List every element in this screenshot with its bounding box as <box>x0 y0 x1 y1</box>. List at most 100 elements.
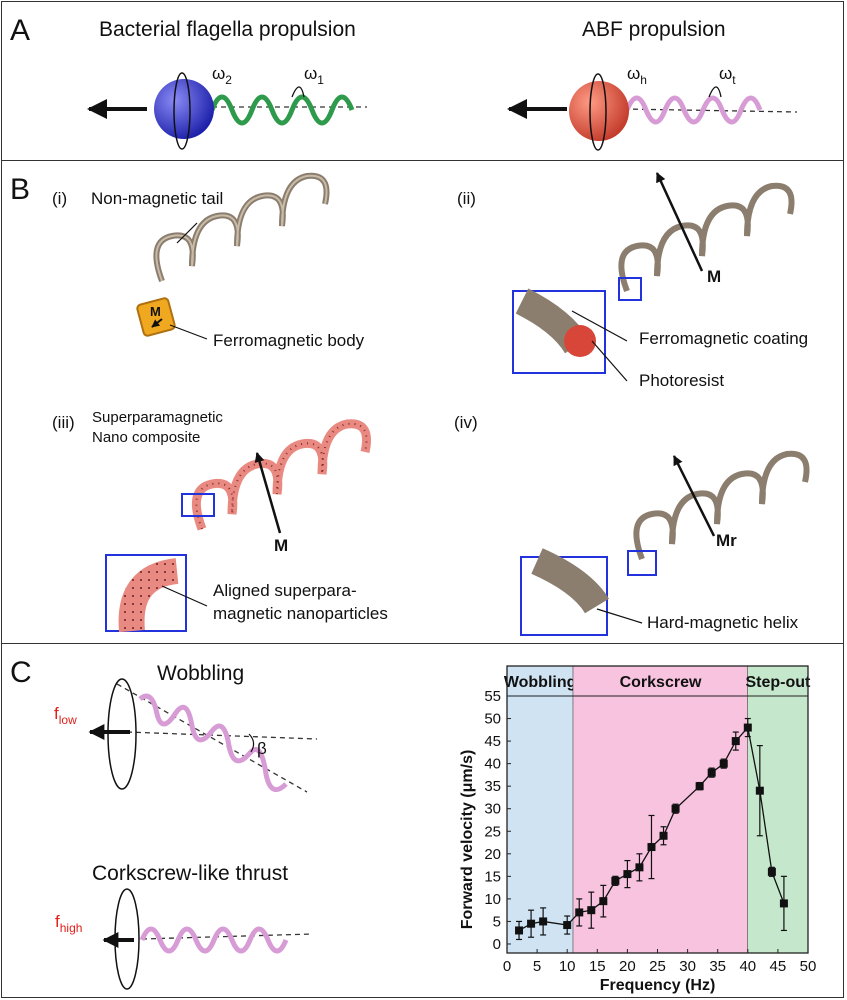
helix-ii-m-arrow <box>655 172 704 272</box>
data-point-13 <box>695 782 704 791</box>
body-leader-line <box>169 324 208 340</box>
y-tick-label-6: 30 <box>484 801 501 818</box>
data-point-15 <box>719 759 728 768</box>
y-tick-label-5: 25 <box>484 823 501 840</box>
panel-b-illustration <box>105 172 810 636</box>
panel-c-letter: C <box>10 656 32 689</box>
x-tick-label-2: 10 <box>559 958 576 975</box>
x-tick-label-8: 40 <box>739 958 756 975</box>
non-magnetic-tail-label: Non-magnetic tail <box>91 189 224 208</box>
y-tick-label-4: 20 <box>484 846 501 863</box>
blue-cell-body <box>154 79 214 139</box>
y-tick-label-1: 5 <box>493 913 501 930</box>
helix-iii-zoom-box <box>181 493 215 517</box>
ferromagnetic-coating-label: Ferromagnetic coating <box>639 329 809 348</box>
x-tick-label-0: 0 <box>503 958 511 975</box>
helix-iv-zoom-box <box>627 550 657 576</box>
data-point-11 <box>659 831 668 840</box>
helix-i-m-arrow <box>151 318 163 328</box>
pink-helix <box>624 95 763 125</box>
y-tick-label-7: 35 <box>484 778 501 795</box>
x-tick-label-9: 45 <box>770 958 787 975</box>
data-point-7 <box>611 876 620 885</box>
data-point-12 <box>671 804 680 813</box>
x-axis-label: Frequency (Hz) <box>600 977 716 994</box>
right-axis-line <box>623 108 798 113</box>
wobble-helix <box>138 693 288 793</box>
helix-ii <box>618 182 795 293</box>
omega2-label: ω2 <box>212 64 232 87</box>
omega1-label: ω1 <box>304 64 324 87</box>
panel-b-letter: B <box>10 173 31 206</box>
aligned-label-line2: magnetic nanoparticles <box>213 604 388 623</box>
photoresist-label: Photoresist <box>639 371 725 390</box>
region-label-1: Corkscrew <box>620 674 702 691</box>
label-ii: (ii) <box>457 189 476 208</box>
corkscrew-helix <box>139 926 289 954</box>
aligned-label-line1: Aligned superpara- <box>213 581 357 600</box>
data-point-16 <box>731 737 740 746</box>
ferromagnetic-body-label: Ferromagnetic body <box>213 331 365 350</box>
y-axis-label: Forward velocity (μm/s) <box>459 750 476 930</box>
nano-composite-label: Nano composite <box>92 429 201 446</box>
y-tick-label-3: 15 <box>484 868 501 885</box>
helix-ii-zoom-box <box>618 277 642 301</box>
region-band-2 <box>747 666 808 953</box>
wobble-axis-line <box>126 731 318 740</box>
data-point-17 <box>743 723 752 732</box>
data-point-1 <box>527 919 536 928</box>
x-tick-label-10: 50 <box>800 958 817 975</box>
data-point-5 <box>587 906 596 915</box>
ferromagnetic-body-cube <box>136 297 176 337</box>
x-tick-label-5: 25 <box>649 958 666 975</box>
helix-iii-m-arrow <box>254 452 282 534</box>
y-tick-label-11: 55 <box>484 688 501 705</box>
aligned-leader-line <box>161 585 208 607</box>
label-i: (i) <box>52 189 68 208</box>
helix-iv-m-label: Mr <box>716 531 737 550</box>
f-high-label: fhigh <box>55 912 83 935</box>
x-tick-label-7: 35 <box>709 958 726 975</box>
helix-i-tail-highlight <box>155 174 328 282</box>
x-tick-label-4: 20 <box>619 958 636 975</box>
omega2-rotation-loop <box>173 72 191 150</box>
green-flagellum <box>209 94 355 126</box>
f-low-label: flow <box>54 704 77 727</box>
helix-i-m-label: M <box>150 304 161 319</box>
abf-propulsion-title: ABF propulsion <box>582 18 726 41</box>
y-tick-label-2: 10 <box>484 891 501 908</box>
panel-a-letter: A <box>10 14 31 47</box>
y-tick-label-9: 45 <box>484 733 501 750</box>
panel-b: B <box>1 160 844 644</box>
hard-magnetic-helix-label: Hard-magnetic helix <box>647 613 799 632</box>
x-tick-label-6: 30 <box>679 958 696 975</box>
helix-iii-m-label: M <box>274 536 289 555</box>
data-point-2 <box>539 917 548 926</box>
data-point-20 <box>779 899 788 908</box>
data-point-9 <box>635 863 644 872</box>
panel-a: A Bacterial flagella propulsion ABF prop… <box>1 1 844 161</box>
wobbling-title: Wobbling <box>157 662 245 685</box>
bacterial-propulsion-title: Bacterial flagella propulsion <box>99 18 356 41</box>
label-iv: (iv) <box>454 413 478 432</box>
red-abf-head <box>569 81 629 141</box>
x-tick-label-1: 5 <box>533 958 541 975</box>
data-point-14 <box>707 768 716 777</box>
x-tick-label-3: 15 <box>589 958 606 975</box>
data-point-6 <box>599 897 608 906</box>
omega1-rotation-loop <box>291 86 305 98</box>
data-point-0 <box>515 926 524 935</box>
photoresist-core <box>564 325 596 357</box>
data-point-19 <box>767 867 776 876</box>
helix-iii-inset-rod <box>118 558 179 633</box>
panel-a-illustration <box>87 72 798 151</box>
corkscrew-thrust-title: Corkscrew-like thrust <box>92 862 289 885</box>
data-point-4 <box>575 908 584 917</box>
omegat-label: ωt <box>719 64 736 87</box>
data-point-3 <box>563 921 572 930</box>
omegah-label: ωh <box>627 64 647 87</box>
helix-ii-m-label: M <box>707 267 722 286</box>
helix-iii <box>191 419 371 531</box>
region-band-0 <box>507 666 574 953</box>
